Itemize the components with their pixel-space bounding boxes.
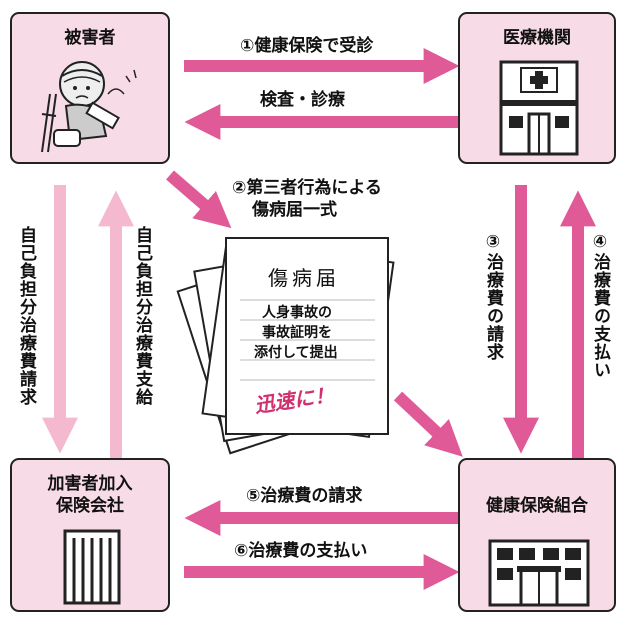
victim-box: 被害者 xyxy=(10,12,170,164)
exam-label: 検査・診療 xyxy=(260,90,345,110)
arrow-2-to-doc xyxy=(166,170,232,229)
health-union-label: 健康保険組合 xyxy=(486,496,588,516)
self-claim-label: 自己負担分治療費請求 xyxy=(16,226,36,406)
health-union-box: 健康保険組合 xyxy=(458,458,616,612)
step5-label: ⑤治療費の請求 xyxy=(246,486,363,506)
document-line-3: 添付して提出 xyxy=(254,345,338,361)
self-pay-label: 自己負担分治療費支給 xyxy=(132,226,152,406)
hospital-building-icon xyxy=(499,60,579,156)
document-line-2: 事故証明を xyxy=(262,325,332,341)
hospital-label: 医療機関 xyxy=(503,28,571,48)
hospital-box: 医療機関 xyxy=(458,12,616,164)
arrow-2-to-union xyxy=(393,391,463,457)
step2-label-line1: ②第三者行為による xyxy=(232,178,382,198)
step2-label-line2: 傷病届一式 xyxy=(252,200,337,220)
office-building-icon xyxy=(63,529,121,605)
document-stack xyxy=(176,237,395,455)
insurer-label-line2: 保険会社 xyxy=(56,496,124,516)
union-building-icon xyxy=(488,539,590,607)
step6-label: ⑥治療費の支払い xyxy=(234,541,368,561)
step4-label: ④治療費の支払い xyxy=(590,232,610,379)
victim-label: 被害者 xyxy=(64,28,116,48)
step1-label: ①健康保険で受診 xyxy=(240,36,374,56)
insurer-box: 加害者加入 保険会社 xyxy=(10,458,170,612)
step3-label: ③治療費の請求 xyxy=(483,232,503,361)
document-title: 傷病届 xyxy=(268,266,340,290)
insurer-label-line1: 加害者加入 xyxy=(47,474,133,494)
injured-person-icon xyxy=(41,61,137,153)
document-line-1: 人身事故の xyxy=(262,305,332,321)
